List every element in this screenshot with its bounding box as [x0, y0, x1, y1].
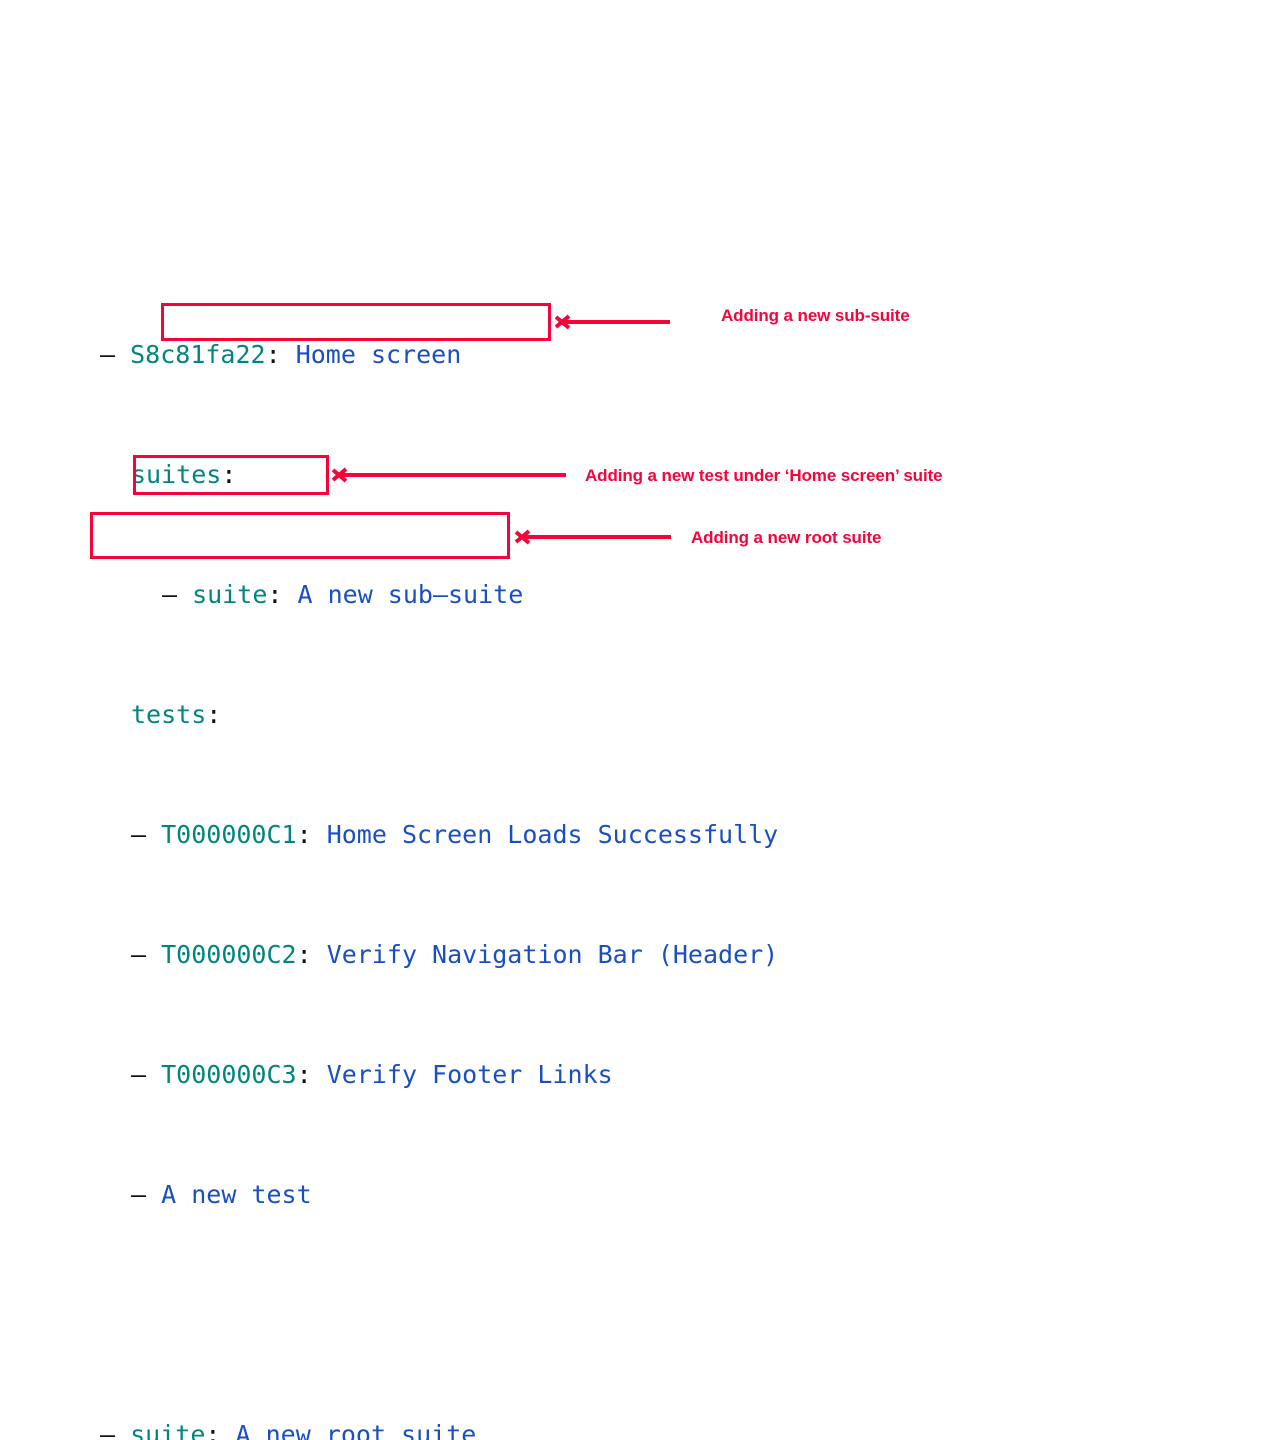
colon: : [267, 580, 283, 609]
bullet-dash: – [100, 1420, 131, 1440]
bullet-dash: – [131, 1180, 162, 1209]
tree-line-test[interactable]: – T000000C3: Verify Footer Links [100, 1060, 778, 1090]
colon: : [206, 700, 222, 729]
colon: : [296, 940, 312, 969]
colon: : [296, 820, 312, 849]
bullet-dash: – [131, 820, 162, 849]
colon: : [221, 460, 237, 489]
test-title: Home Screen Loads Successfully [311, 820, 779, 849]
annotation-label-root-suite: Adding a new root suite [691, 528, 882, 547]
sub-suite-key: suite [192, 580, 268, 609]
tree-line-tests-key: tests: [100, 700, 778, 730]
bullet-dash: – [131, 1060, 162, 1089]
annotation-label-new-test: Adding a new test under ‘Home screen’ su… [585, 466, 943, 485]
colon: : [296, 1060, 312, 1089]
bullet-dash: – [100, 340, 131, 369]
tree-line-new-sub-suite[interactable]: – suite: A new sub–suite [100, 580, 778, 610]
tree-line-test[interactable]: – T000000C2: Verify Navigation Bar (Head… [100, 940, 778, 970]
tree-line-root-suite[interactable]: – S8c81fa22: Home screen [100, 340, 778, 370]
test-id: T000000C3 [161, 1060, 297, 1089]
annotation-label-sub-suite: Adding a new sub-suite [721, 306, 910, 325]
tree-line-test[interactable]: – T000000C1: Home Screen Loads Successfu… [100, 820, 778, 850]
test-id: T000000C2 [161, 940, 297, 969]
colon: : [265, 340, 281, 369]
test-title: Verify Footer Links [311, 1060, 613, 1089]
bullet-dash: – [162, 580, 193, 609]
suite-id: S8c81fa22 [130, 340, 266, 369]
colon: : [205, 1420, 221, 1440]
bullet-dash: – [131, 940, 162, 969]
tree-line-new-test[interactable]: – A new test [100, 1180, 778, 1210]
sub-suite-value: A new sub–suite [282, 580, 524, 609]
tree-blank-line [100, 1300, 778, 1330]
suite-title: Home screen [280, 340, 462, 369]
tree-line-new-root-suite[interactable]: – suite: A new root suite [100, 1420, 778, 1440]
root-suite-value: A new root suite [220, 1420, 477, 1440]
suite-tree: – S8c81fa22: Home screen suites: – suite… [100, 250, 778, 1440]
tests-key-label: tests [131, 700, 207, 729]
test-title: Verify Navigation Bar (Header) [311, 940, 779, 969]
new-test-value: A new test [161, 1180, 312, 1209]
suites-key-label: suites [131, 460, 222, 489]
test-id: T000000C1 [161, 820, 297, 849]
root-suite-key: suite [130, 1420, 206, 1440]
tree-line-suites-key: suites: [100, 460, 778, 490]
